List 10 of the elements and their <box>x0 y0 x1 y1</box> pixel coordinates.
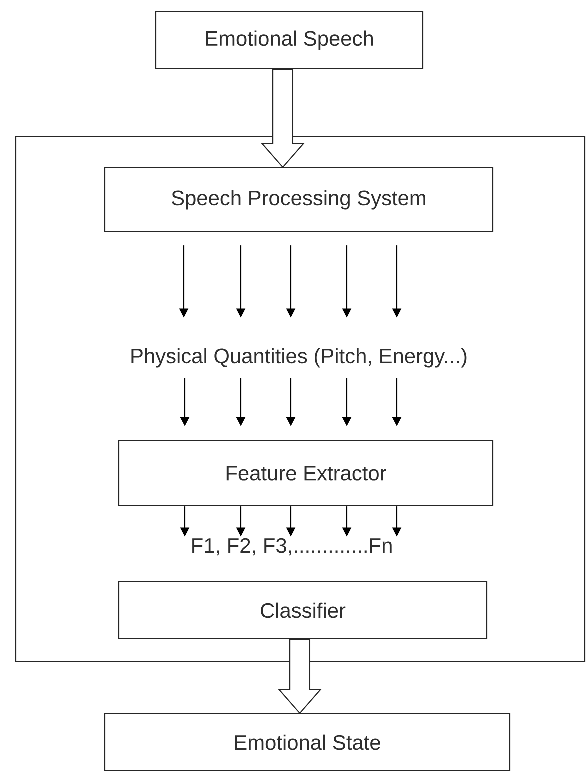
container-box <box>15 136 586 663</box>
process-box: Speech Processing System <box>104 167 494 233</box>
block-arrow <box>278 639 322 714</box>
label-text: Physical Quantities (Pitch, Energy...) <box>132 348 467 368</box>
label-text: F1, F2, F3,.............Fn <box>192 538 392 556</box>
block-arrow <box>260 69 306 168</box>
process-box: Emotional Speech <box>155 11 424 70</box>
process-box: Classifier <box>118 581 488 640</box>
process-box: Emotional State <box>104 713 511 772</box>
process-box: Feature Extractor <box>118 440 494 507</box>
